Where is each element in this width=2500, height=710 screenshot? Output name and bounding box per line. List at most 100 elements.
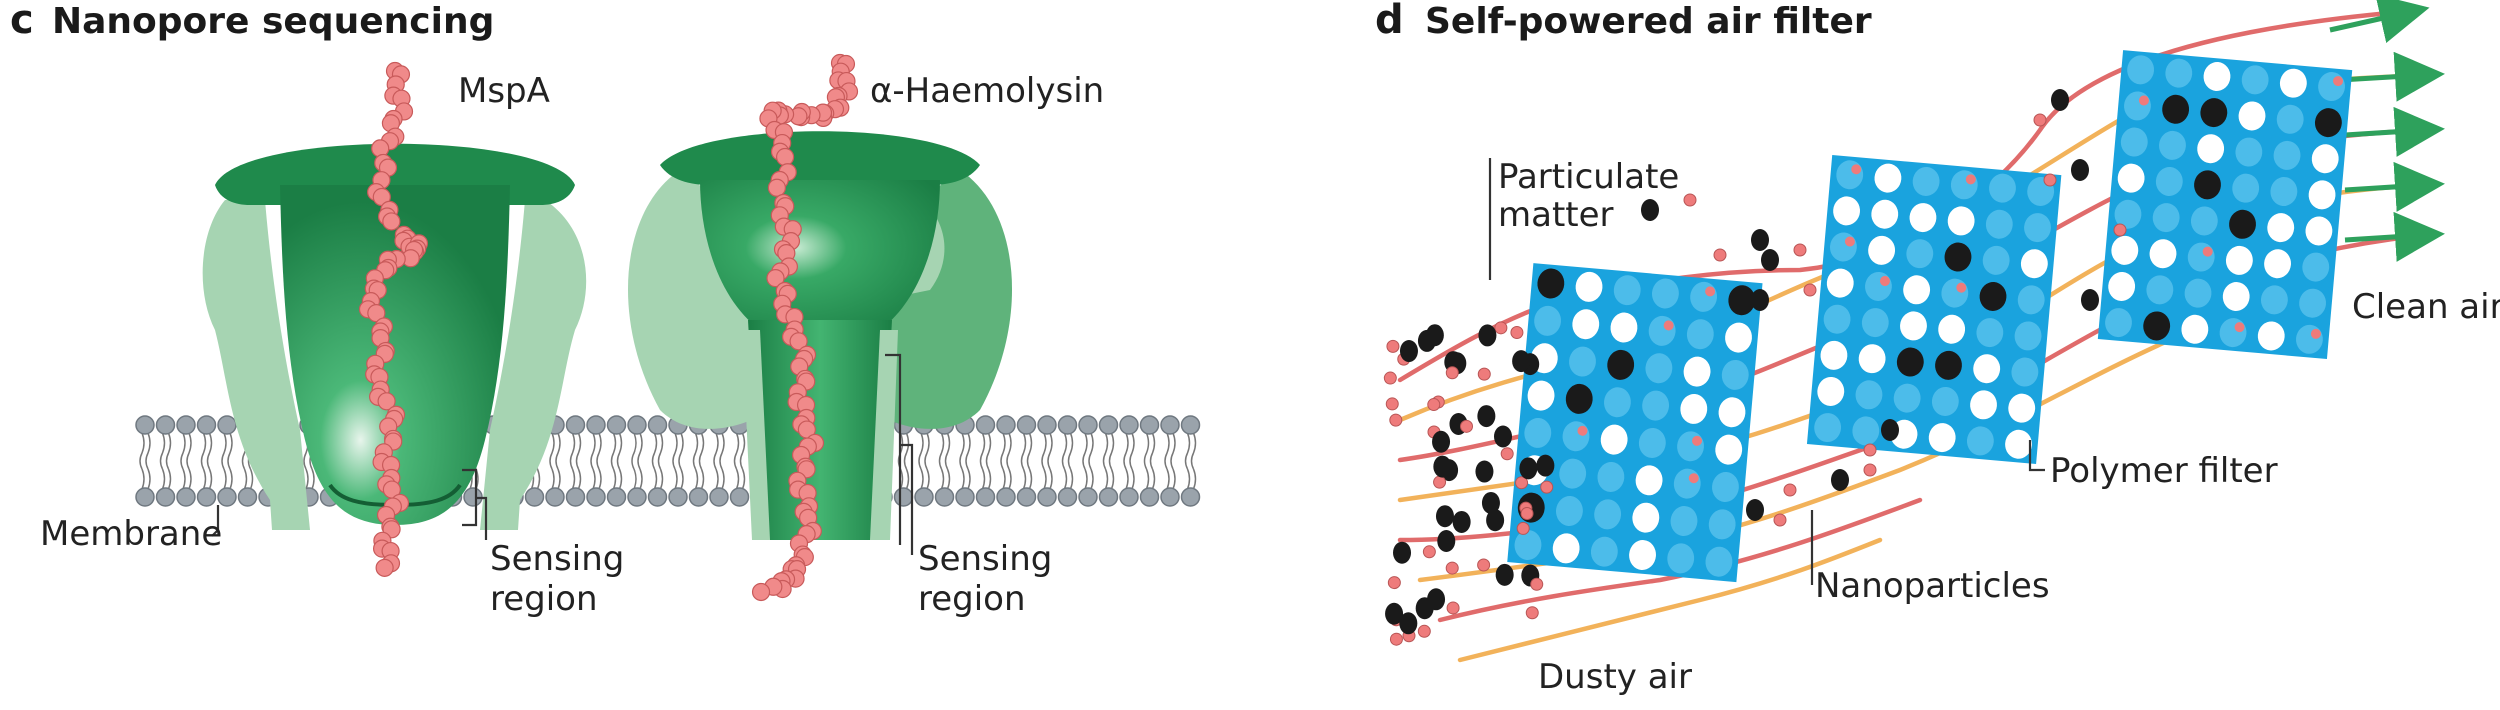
lipid-tail [680, 468, 684, 490]
filter-pore [1970, 390, 1997, 420]
dna-strand-mspa [358, 61, 429, 577]
panel-d: d Self-powered air filter Particulate ma… [1375, 0, 2500, 697]
filter-pore [1537, 268, 1565, 299]
filter-pore [1928, 423, 1956, 453]
lipid-tail [940, 468, 945, 490]
lipid-tail [180, 432, 186, 470]
lipid-head [196, 415, 217, 435]
filter-pore [1607, 349, 1635, 380]
filter-pore [2149, 239, 2177, 269]
filter-pore [2190, 206, 2218, 236]
lipid-tail [944, 432, 951, 470]
lipid-head [135, 415, 155, 435]
clean-air-arrow [2344, 211, 2445, 262]
nanoparticle [1433, 475, 1447, 489]
lipid-tail [672, 432, 678, 470]
trapped-nanoparticle [1692, 435, 1703, 446]
lipid-head [606, 415, 627, 435]
trapped-nanoparticle [1688, 473, 1699, 484]
filter-pore [1642, 390, 1670, 421]
lipid-tail [1166, 468, 1170, 490]
lipid-head [586, 415, 606, 435]
filter-pore [1715, 434, 1743, 465]
nanoparticle [2043, 173, 2057, 187]
lipid-tail [926, 468, 930, 490]
lipid-head [176, 415, 196, 435]
filter-pore [1833, 196, 1861, 226]
trapped-nanoparticle [1965, 174, 1976, 185]
filter-pore [1635, 465, 1663, 496]
filter-pore [1944, 242, 1972, 272]
nanoparticle [1793, 243, 1807, 257]
filter-pore [2008, 393, 2036, 423]
filter-pore [2197, 134, 2225, 164]
lipid-tail [1190, 432, 1197, 470]
nanoparticle [1525, 606, 1539, 620]
nanoparticle [1540, 480, 1554, 494]
filter-pore [2264, 249, 2291, 279]
trapped-nanoparticle [1705, 286, 1716, 297]
nanoparticle [1445, 366, 1459, 380]
lipid-head [217, 415, 237, 435]
lipid-tail [1143, 432, 1150, 470]
lipid-head [196, 487, 217, 507]
lipid-head [1037, 415, 1057, 435]
filter-pore [2311, 144, 2339, 174]
lipid-tail [1049, 468, 1053, 490]
filter-pore [2270, 177, 2298, 207]
lipid-tail [1110, 468, 1115, 490]
filter-pore [1935, 350, 1962, 380]
filter-pore [2273, 140, 2301, 170]
filter-pore [1855, 380, 1883, 410]
nanoparticle [2033, 113, 2047, 127]
nanoparticle [1515, 476, 1529, 490]
filter-pore [2005, 429, 2032, 459]
clean-air-label: Clean air [2352, 287, 2500, 327]
lipid-head [729, 487, 750, 507]
lipid-head [1160, 415, 1180, 435]
filter-pore [1638, 427, 1666, 458]
nanoparticle [1520, 506, 1534, 520]
filter-pore [2229, 209, 2256, 239]
nanoparticle [1500, 447, 1514, 461]
lipid-tail [206, 432, 213, 470]
filter-pore [1817, 376, 1845, 406]
lipid-head [893, 487, 914, 507]
lipid-tail [631, 432, 637, 470]
particulate-matter [1427, 588, 1446, 611]
clean-air-arrow [2329, 0, 2430, 43]
filter-pore [2238, 101, 2266, 131]
lipid-tail [633, 468, 637, 490]
lipid-tail [979, 432, 986, 470]
filter-pore [1823, 304, 1851, 334]
filter-2 [1806, 155, 2062, 464]
lipid-tail [610, 432, 617, 470]
lipid-tail [657, 432, 664, 470]
lipid-tail [551, 468, 555, 490]
filter-pore [1705, 546, 1733, 577]
filter-pore [1632, 502, 1660, 533]
particulate-matter [1512, 350, 1531, 373]
filter-pore [1985, 209, 2013, 239]
filter-pore [1613, 275, 1641, 306]
lipid-tail [616, 432, 623, 470]
lipid-head [565, 487, 586, 507]
filter-pore [1874, 163, 1902, 193]
lipid-tail [1028, 468, 1033, 490]
nanoparticle [1417, 624, 1431, 638]
lipid-tail [1006, 432, 1012, 470]
trapped-nanoparticle [2202, 246, 2213, 257]
lipid-tail [1184, 432, 1191, 470]
lipid-head [155, 415, 176, 435]
lipid-tail [569, 432, 576, 470]
lipid-tail [1069, 468, 1074, 490]
lipid-tail [159, 432, 166, 470]
lipid-head [1180, 415, 1201, 435]
lipid-tail [1067, 432, 1074, 470]
alpha-haemolysin-label: α-Haemolysin [870, 71, 1104, 111]
panel-c-title: Nanopore sequencing [52, 1, 494, 42]
filter-pore [1947, 206, 1975, 236]
lipid-tail [741, 468, 746, 490]
nanoparticle [1389, 632, 1403, 646]
